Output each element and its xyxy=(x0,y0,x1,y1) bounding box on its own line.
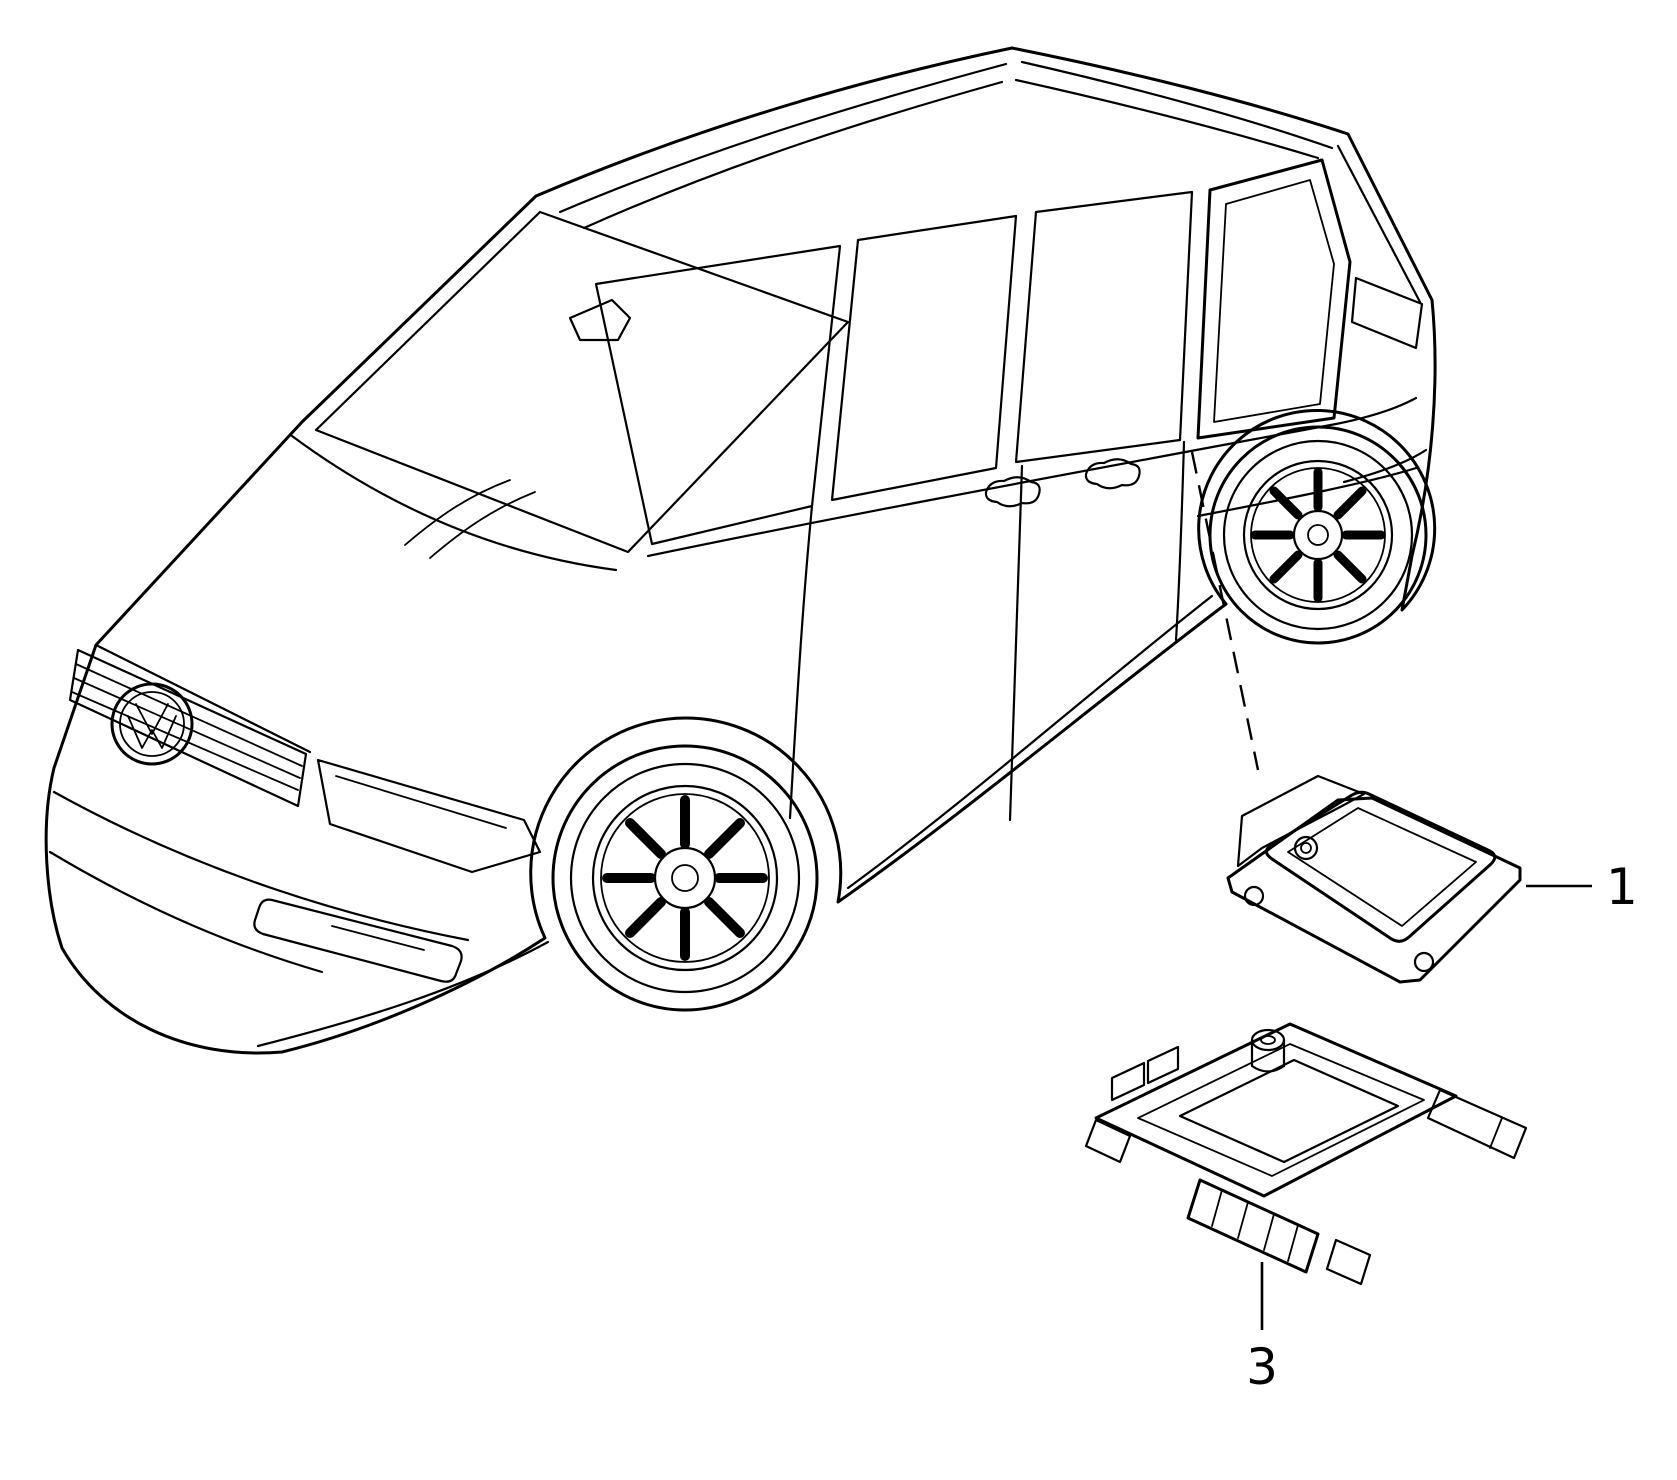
rear-tire-outer xyxy=(1208,425,1428,645)
wiper-right xyxy=(429,491,536,559)
rear-wheel-spokes xyxy=(1250,467,1386,603)
part-1-module-lid xyxy=(1287,807,1477,927)
front-door-seam xyxy=(788,504,814,820)
windshield-glass xyxy=(314,210,850,554)
rocker-line xyxy=(846,594,1214,890)
front-tire-outer xyxy=(551,744,819,1012)
vw-badge-icon xyxy=(110,682,194,766)
part-1-control-unit xyxy=(1226,774,1522,984)
part-3-clip-left-2 xyxy=(1146,1045,1180,1085)
part-1-upper-wing xyxy=(1236,774,1366,868)
bumper-crease-upper xyxy=(52,790,470,942)
part-3-connector-teeth xyxy=(1211,1189,1299,1262)
sliding-door-window-front xyxy=(830,214,1018,502)
part-3-post-hole xyxy=(1260,1035,1276,1045)
rear-wheel xyxy=(1208,425,1428,645)
callout-1[interactable]: 1 xyxy=(1526,858,1638,916)
part-3-frame-mid xyxy=(1137,1043,1425,1177)
part-3-connector-block xyxy=(1186,1178,1320,1274)
rear-hub-center xyxy=(1307,524,1329,546)
front-end xyxy=(48,643,550,1048)
rear-tire-inner xyxy=(1222,439,1414,631)
sliding-rail-line xyxy=(1196,466,1418,518)
quarter-window-outer xyxy=(1196,158,1352,440)
part-1-screw-hole-right xyxy=(1413,951,1435,973)
hood-rear-edge xyxy=(290,434,618,572)
sliding-door-rear-seam xyxy=(1174,440,1186,642)
body-silhouette xyxy=(44,46,1437,1055)
badge-v-mark xyxy=(135,703,169,735)
callout-3[interactable]: 3 xyxy=(1246,1262,1278,1396)
roof-rail-rear-outer xyxy=(1020,60,1334,150)
grille-slat-2 xyxy=(73,677,301,779)
headlight-inner xyxy=(335,775,507,829)
tail-light xyxy=(1350,276,1424,350)
callout-label-1[interactable]: 1 xyxy=(1606,858,1638,916)
roof-rail-front-outer xyxy=(558,62,1008,214)
rear-pillar-inner xyxy=(1336,144,1422,304)
bumper-lip xyxy=(256,940,550,1048)
roof-rail-front-inner xyxy=(582,80,1004,230)
front-face-top xyxy=(94,643,312,754)
roof-rails xyxy=(558,60,1334,230)
headlight xyxy=(316,758,542,874)
front-door-window xyxy=(594,244,842,546)
part-3-clip-left-1 xyxy=(1110,1061,1146,1102)
front-hub-center xyxy=(671,864,699,892)
part-1-emblem-inner xyxy=(1300,842,1312,854)
part-1-module-body xyxy=(1265,790,1497,943)
part-3-foot-left xyxy=(1084,1118,1132,1164)
badge-outer-ring xyxy=(110,682,194,766)
quarter-window-inner xyxy=(1213,179,1335,423)
bumper-slit xyxy=(331,925,425,951)
sliding-door-window-rear xyxy=(1014,190,1194,464)
part-3-arm-right-cap xyxy=(1489,1117,1503,1149)
front-door-handle xyxy=(984,476,1041,508)
front-tire-inner xyxy=(569,762,801,994)
front-wheel xyxy=(551,744,819,1012)
grille-outline xyxy=(68,648,308,808)
beltline xyxy=(646,396,1418,558)
part-3-connector-cube xyxy=(1325,1238,1372,1286)
leader-line-part-1 xyxy=(1190,451,1260,771)
grille-slat-1 xyxy=(75,663,303,767)
part-1-mounting-plate xyxy=(1226,796,1522,984)
part-3-post-sides xyxy=(1250,1038,1286,1073)
part-3-cutout xyxy=(1178,1058,1400,1164)
rear-rim-outer xyxy=(1242,459,1394,611)
badge-w-mark xyxy=(127,715,177,749)
sliding-door-front-seam xyxy=(1008,464,1024,822)
part-1-emblem-outer xyxy=(1293,835,1319,861)
part-1-screw-hole-left xyxy=(1243,885,1265,907)
badge-inner-ring xyxy=(119,691,185,757)
wiper-left xyxy=(404,479,511,546)
part-3-arm-right xyxy=(1426,1088,1528,1160)
callout-label-3[interactable]: 3 xyxy=(1246,1338,1278,1396)
vehicle-line-art xyxy=(44,46,1437,1055)
sliding-door-handle xyxy=(1084,458,1141,490)
windshield xyxy=(290,210,850,572)
front-wheel-spokes xyxy=(602,795,768,961)
front-rim-inner xyxy=(600,793,770,963)
doors xyxy=(788,440,1418,890)
part-3-mounting-bracket xyxy=(1084,1022,1528,1286)
fog-light-slot xyxy=(253,898,463,983)
side-mirror xyxy=(568,298,632,342)
bumper-crease-lower xyxy=(48,850,324,974)
rear-hub xyxy=(1292,509,1344,561)
front-rim-outer xyxy=(591,784,779,972)
part-3-post xyxy=(1250,1028,1286,1073)
grille-slat-3 xyxy=(71,691,299,791)
roof-rail-rear-inner xyxy=(1014,78,1320,160)
